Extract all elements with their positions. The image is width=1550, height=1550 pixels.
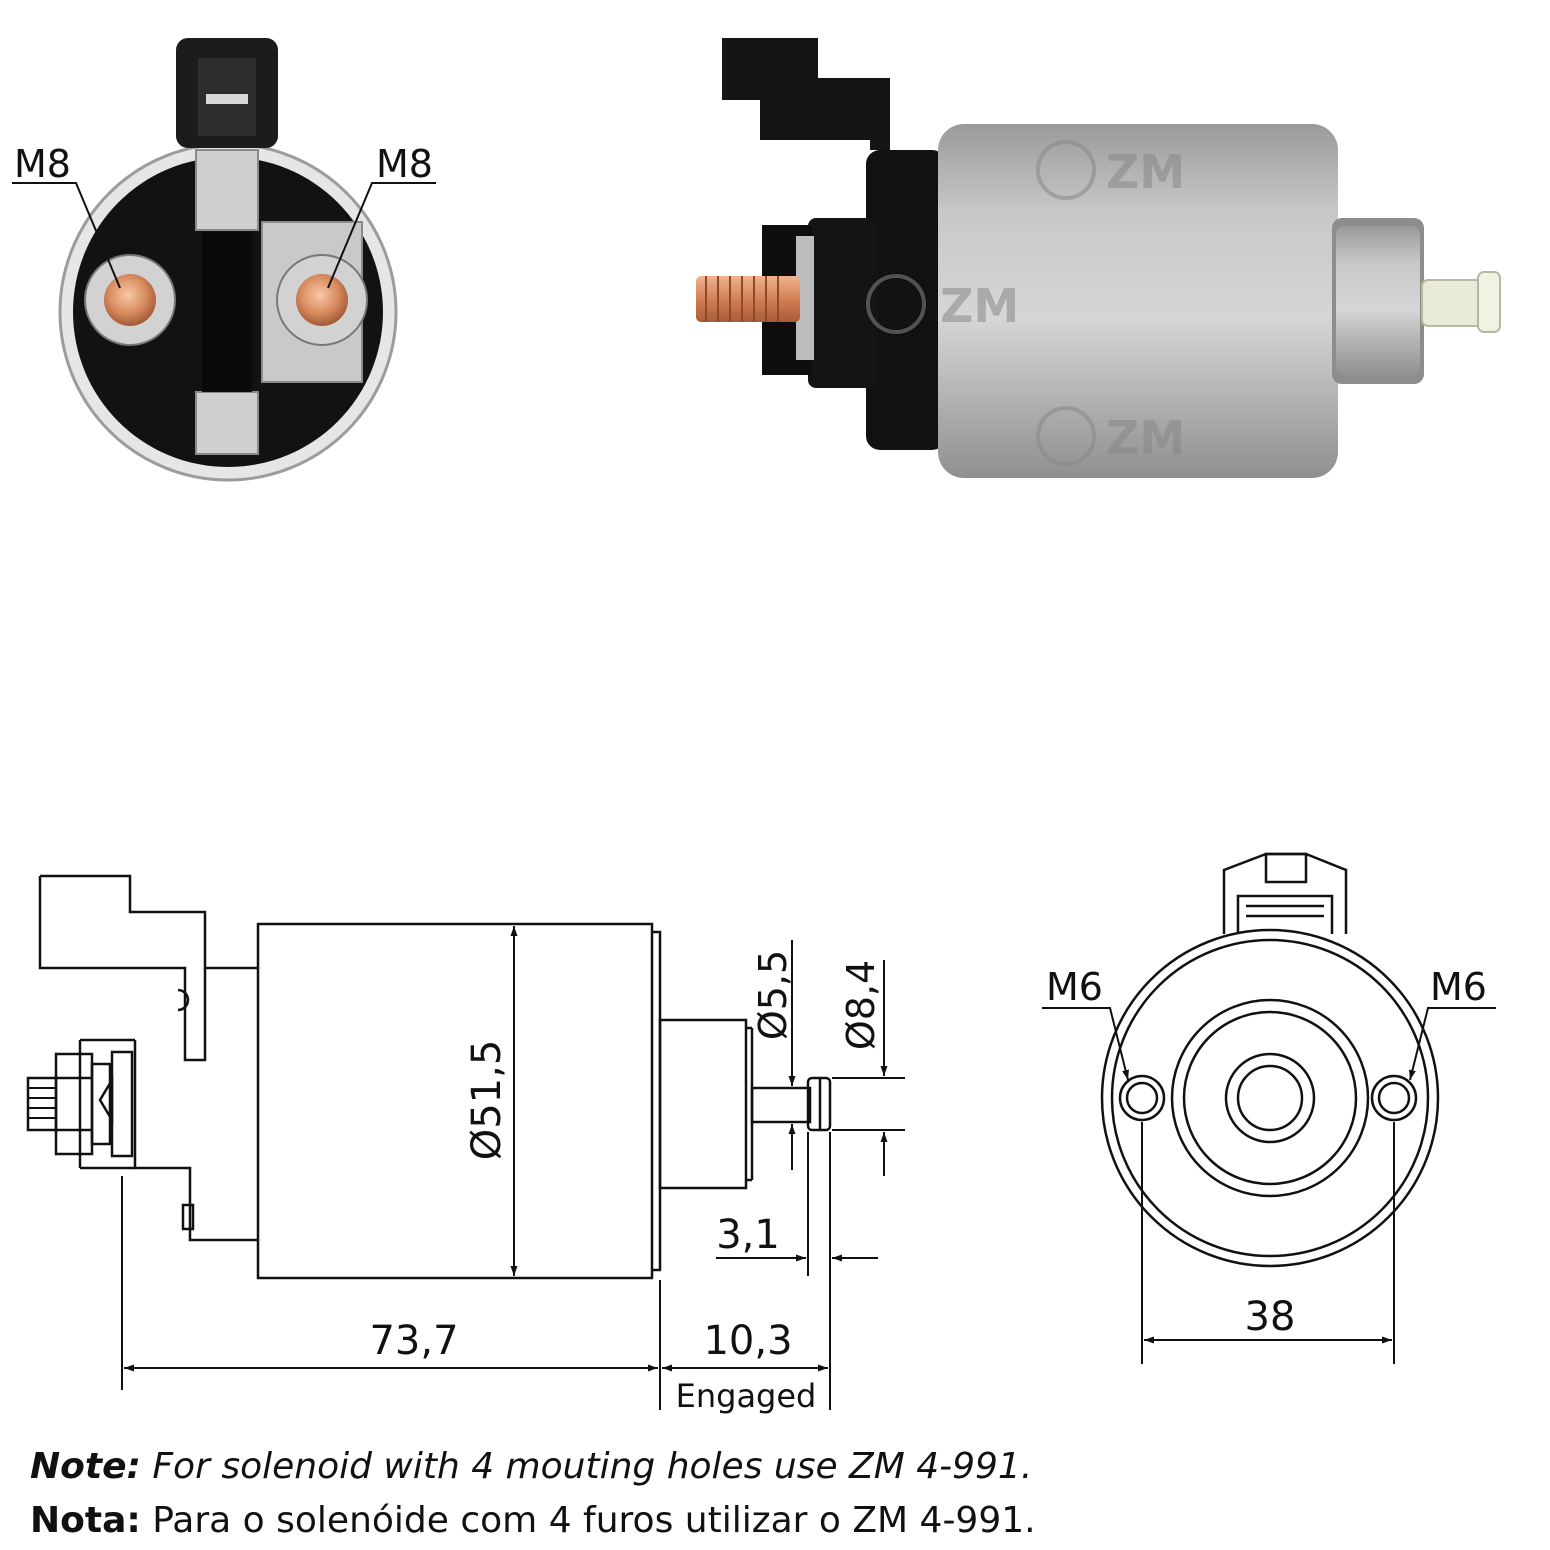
svg-text:38: 38 — [1245, 1294, 1296, 1340]
terminal-left — [84, 254, 176, 346]
note-portuguese-label: Nota: — [30, 1500, 141, 1541]
note-english-text: For solenoid with 4 mouting holes use ZM… — [152, 1446, 1033, 1487]
side-photo: ZM ZM ZM — [696, 38, 1501, 478]
front-photo: M8 M8 — [12, 38, 436, 482]
svg-text:73,7: 73,7 — [369, 1318, 458, 1364]
svg-text:10,3: 10,3 — [703, 1318, 792, 1364]
svg-text:M6: M6 — [1046, 965, 1103, 1009]
svg-text:Ø51,5: Ø51,5 — [464, 1040, 510, 1161]
note-english-label: Note: — [30, 1446, 141, 1487]
svg-text:Ø8,4: Ø8,4 — [839, 960, 883, 1050]
state-label: Engaged — [676, 1377, 817, 1415]
hole-left-callout: M6 — [1042, 965, 1129, 1081]
dim-length-body: 73,7 — [121, 1176, 661, 1410]
terminal-right-label: M8 — [376, 142, 433, 186]
dim-hole-spacing: 38 — [1141, 1122, 1395, 1364]
side-drawing — [26, 874, 832, 1280]
note-portuguese-text: Para o solenóide com 4 furos utilizar o … — [152, 1500, 1036, 1541]
terminal-left-label: M8 — [14, 142, 71, 186]
dim-length-extension: 10,3 Engaged — [662, 1318, 828, 1415]
terminal-right — [276, 254, 368, 346]
dim-length-tip: 3,1 — [716, 1132, 878, 1410]
notes-block: Note: For solenoid with 4 mouting holes … — [30, 1440, 1530, 1548]
end-drawing — [1100, 852, 1440, 1268]
note-english: Note: For solenoid with 4 mouting holes … — [30, 1440, 1530, 1494]
note-portuguese: Nota: Para o solenóide com 4 furos utili… — [30, 1494, 1530, 1548]
dim-diameter-tip: Ø8,4 — [832, 960, 905, 1176]
logo-mid: ZM — [940, 279, 1019, 333]
dim-diameter-body: Ø51,5 — [464, 926, 518, 1276]
svg-text:Ø5,5: Ø5,5 — [751, 950, 795, 1040]
svg-text:M6: M6 — [1430, 965, 1487, 1009]
logo-bottom: ZM — [1106, 411, 1185, 465]
svg-text:3,1: 3,1 — [716, 1212, 780, 1258]
dim-diameter-plunger: Ø5,5 — [751, 940, 796, 1170]
logo-top: ZM — [1106, 145, 1185, 199]
hole-right-callout: M6 — [1409, 965, 1496, 1081]
